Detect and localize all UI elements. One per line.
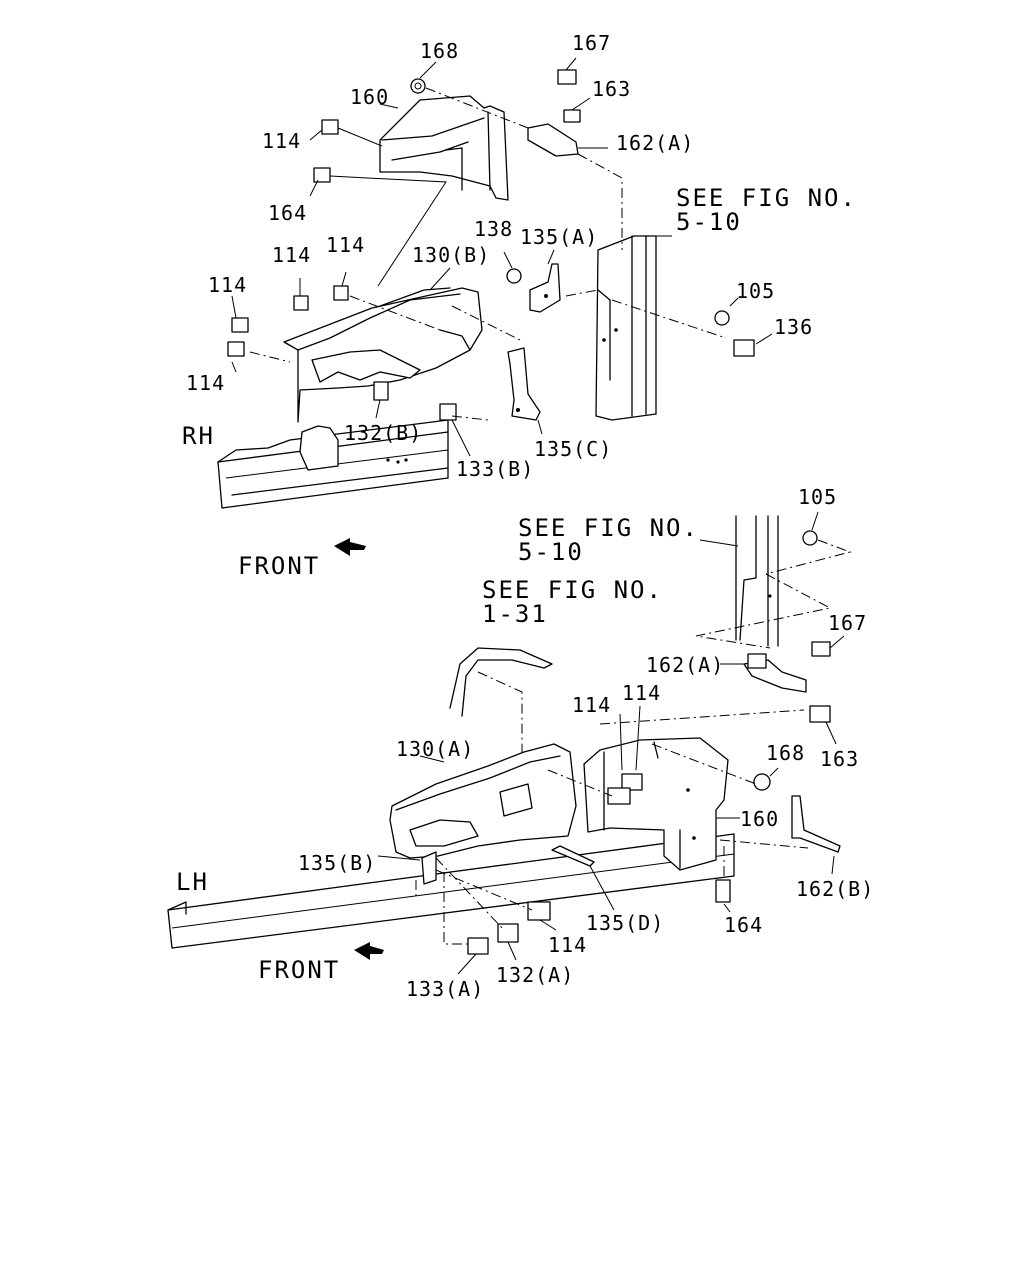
callout-114: 114 bbox=[272, 243, 311, 267]
side-label-lh: LH bbox=[176, 868, 209, 896]
leaders-top bbox=[231, 57, 773, 457]
bolt-167-icon bbox=[557, 69, 577, 85]
cab-mount-outline bbox=[449, 647, 553, 760]
fasteners-bottom bbox=[467, 530, 831, 955]
front-arrow-icon bbox=[354, 942, 384, 960]
bottom-lh-assembly: 105 167 162(A) 114 114 168 163 130(A) 16… bbox=[167, 485, 874, 1001]
callout-135b: 135(B) bbox=[298, 851, 376, 875]
callout-133a: 133(A) bbox=[406, 977, 484, 1001]
callout-130b: 130(B) bbox=[412, 243, 490, 267]
part-162a-bracket bbox=[527, 123, 579, 157]
assembly-lines-bottom bbox=[415, 709, 809, 945]
callout-114: 114 bbox=[326, 233, 365, 257]
bolt-132b-icon bbox=[373, 381, 389, 401]
callout-162b: 162(B) bbox=[796, 877, 874, 901]
callout-164: 164 bbox=[724, 913, 763, 937]
assembly-lines-top bbox=[249, 87, 727, 421]
see-fig-number: 5-10 bbox=[676, 208, 742, 236]
bolt-167-icon bbox=[811, 641, 831, 657]
side-label-rh: RH bbox=[182, 422, 215, 450]
part-135c-bracket bbox=[507, 347, 541, 421]
part-160-bracket bbox=[379, 95, 509, 201]
callout-114: 114 bbox=[186, 371, 225, 395]
callout-160: 160 bbox=[350, 85, 389, 109]
callout-136: 136 bbox=[774, 315, 813, 339]
part-135d-plate bbox=[551, 845, 595, 867]
rail-mount-bracket bbox=[299, 425, 339, 471]
callout-114: 114 bbox=[262, 129, 301, 153]
nut-105-icon bbox=[802, 530, 818, 546]
see-fig-number: 5-10 bbox=[518, 538, 584, 566]
callout-114: 114 bbox=[208, 273, 247, 297]
callout-163: 163 bbox=[820, 747, 859, 771]
front-arrow-icon bbox=[334, 538, 366, 556]
callout-114: 114 bbox=[622, 681, 661, 705]
see-fig-label: SEE FIG NO. bbox=[518, 514, 699, 542]
bolt-163-icon bbox=[563, 109, 581, 123]
see-fig-number: 1-31 bbox=[482, 600, 548, 628]
bolt-136-icon bbox=[733, 339, 755, 357]
bolt-133a-icon bbox=[467, 937, 489, 955]
bolt-114-icon bbox=[293, 295, 309, 311]
callout-168: 168 bbox=[420, 39, 459, 63]
bolt-114-icon bbox=[621, 773, 643, 791]
callout-160: 160 bbox=[740, 807, 779, 831]
callout-167: 167 bbox=[572, 31, 611, 55]
part-135b-bracket bbox=[421, 851, 437, 885]
callout-168: 168 bbox=[766, 741, 805, 765]
nut-168-icon bbox=[753, 773, 771, 791]
callout-135c: 135(C) bbox=[534, 437, 612, 461]
front-label: FRONT bbox=[258, 956, 340, 984]
callout-135a: 135(A) bbox=[520, 225, 598, 249]
bolt-114-icon bbox=[321, 119, 339, 135]
part-162b-bracket bbox=[791, 795, 841, 853]
top-rh-assembly: 168 167 163 160 162(A) 114 164 138 135(A… bbox=[182, 31, 857, 580]
bolt-114-icon bbox=[231, 317, 249, 333]
callout-133b: 133(B) bbox=[456, 457, 534, 481]
see-fig-label: SEE FIG NO. bbox=[676, 184, 857, 212]
cab-pillar-member-lh bbox=[695, 515, 852, 649]
callout-163: 163 bbox=[592, 77, 631, 101]
rh-frame-rail bbox=[217, 419, 449, 509]
bolt-163-icon bbox=[809, 705, 831, 723]
callout-135d: 135(D) bbox=[586, 911, 664, 935]
bolt-164-icon bbox=[313, 167, 331, 183]
bolt-133b-icon bbox=[439, 403, 457, 421]
callout-162a: 162(A) bbox=[646, 653, 724, 677]
callout-132a: 132(A) bbox=[496, 963, 574, 987]
cab-pillar-member bbox=[595, 235, 657, 421]
part-130a-bracket bbox=[389, 743, 577, 859]
callout-132b: 132(B) bbox=[344, 421, 422, 445]
nut-138-icon bbox=[506, 268, 522, 284]
nut-105-icon bbox=[714, 310, 730, 326]
callout-105: 105 bbox=[736, 279, 775, 303]
part-130b-bracket bbox=[283, 287, 483, 423]
nut-168-icon bbox=[410, 78, 426, 94]
callout-167: 167 bbox=[828, 611, 867, 635]
bolt-164-icon bbox=[715, 879, 731, 903]
part-160-bracket-lh bbox=[583, 737, 729, 871]
callout-114: 114 bbox=[548, 933, 587, 957]
bolt-114-icon bbox=[527, 901, 551, 921]
part-135a-bracket bbox=[529, 263, 561, 313]
callout-138: 138 bbox=[474, 217, 513, 241]
leaders-bottom bbox=[377, 511, 845, 975]
callout-105: 105 bbox=[798, 485, 837, 509]
callout-162a: 162(A) bbox=[616, 131, 694, 155]
bolt-114-icon bbox=[227, 341, 245, 357]
fasteners-top bbox=[227, 69, 755, 421]
bolt-114-icon bbox=[607, 787, 631, 805]
see-fig-label: SEE FIG NO. bbox=[482, 576, 663, 604]
callout-114: 114 bbox=[572, 693, 611, 717]
bush-162a-icon bbox=[747, 653, 767, 669]
callout-164: 164 bbox=[268, 201, 307, 225]
front-label: FRONT bbox=[238, 552, 320, 580]
callout-130a: 130(A) bbox=[396, 737, 474, 761]
bolt-114-icon bbox=[333, 285, 349, 301]
